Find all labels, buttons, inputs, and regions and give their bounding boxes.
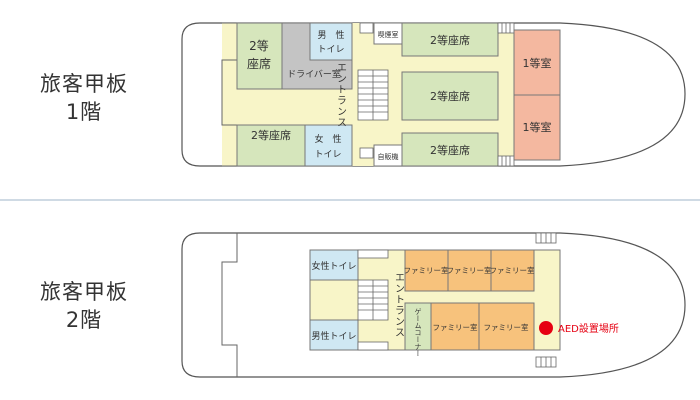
deck2-aed-label: AED設置場所 [558, 322, 619, 335]
deck1-second-class-e-label: 2等座席 [430, 143, 470, 157]
deck2-title: 旅客甲板 2階 [24, 278, 144, 334]
deck2-plan: 女性トイレ 男性トイレ エントランス ファミリー室 ファミリー室 ファミリー室 [181, 232, 686, 378]
deck1-second-class-d [401, 71, 499, 121]
deck2-title-line1: 旅客甲板 [40, 280, 128, 304]
deck1-womens-toilet [304, 124, 353, 167]
deck2-family-room-1 [404, 249, 449, 292]
deck2-game-corner-label: ゲームコーナー [414, 308, 422, 357]
deck1-title-line2: 1階 [65, 100, 103, 124]
deck1-plan: 2等 座席 男 性 トイレ ドライバー室 2等座席 女 性 トイレ エントランス [181, 22, 686, 167]
deck1-womens-toilet-label1: 女 性 [314, 133, 341, 145]
deck1-driver-room-label: ドライバー室 [287, 68, 341, 80]
deck1-first-class-b-label: 1等室 [523, 120, 552, 134]
deck2-mens-toilet [309, 319, 359, 351]
deck1-second-class-a-label1: 2等 [249, 39, 269, 53]
deck1-second-class-c [401, 22, 499, 57]
deck2-aed-marker [539, 321, 553, 335]
deck2-stairs [357, 249, 389, 351]
deck2-family-room-3 [490, 249, 535, 292]
deck2-family-room-5 [478, 302, 535, 351]
deck2-family-room-3-label: ファミリー室 [490, 265, 535, 275]
deck2-family-room-4-label: ファミリー室 [433, 322, 478, 332]
deck1-entrance-label: エントランス [335, 62, 347, 128]
deck1-first-class-a [513, 29, 561, 96]
deck2-womens-toilet [309, 249, 359, 281]
deck2-mens-toilet-label: 男性トイレ [311, 330, 356, 342]
deck1-second-class-d-label: 2等座席 [430, 89, 470, 103]
deck1-womens-toilet-label2: トイレ [314, 150, 341, 160]
deck1-second-class-c-label: 2等座席 [430, 33, 470, 47]
deck1-mens-toilet-label1: 男 性 [317, 29, 344, 41]
deck1-title: 旅客甲板 1階 [24, 70, 144, 126]
deck1-second-class-b [236, 124, 306, 167]
deck2-title-line2: 2階 [65, 308, 103, 332]
deck2-entrance-label: エントランス [393, 272, 405, 338]
deck1-second-class-b-label: 2等座席 [251, 128, 291, 142]
deck2-family-room-5-label: ファミリー室 [484, 322, 529, 332]
deck1-second-class-a-label2: 座席 [247, 56, 271, 71]
deck1-mens-toilet-label2: トイレ [317, 45, 344, 55]
deck2-family-room-2 [447, 249, 492, 292]
deck1-smoking-room-label: 喫煙室 [378, 30, 399, 39]
deck1-second-class-e [401, 132, 499, 167]
deck1-first-class-b [513, 94, 561, 161]
deck2-family-room-4 [430, 302, 480, 351]
deck1-first-class-a-label: 1等室 [523, 56, 552, 70]
deck2-family-room-1-label: ファミリー室 [404, 265, 449, 275]
deck1-stairs [357, 22, 389, 159]
deck2-womens-toilet-label: 女性トイレ [311, 260, 356, 272]
deck2-family-room-2-label: ファミリー室 [447, 265, 492, 275]
deck1-second-class-a [236, 22, 283, 90]
deck1-vending-label: 自販機 [378, 152, 399, 161]
deck1-title-line1: 旅客甲板 [40, 72, 128, 96]
